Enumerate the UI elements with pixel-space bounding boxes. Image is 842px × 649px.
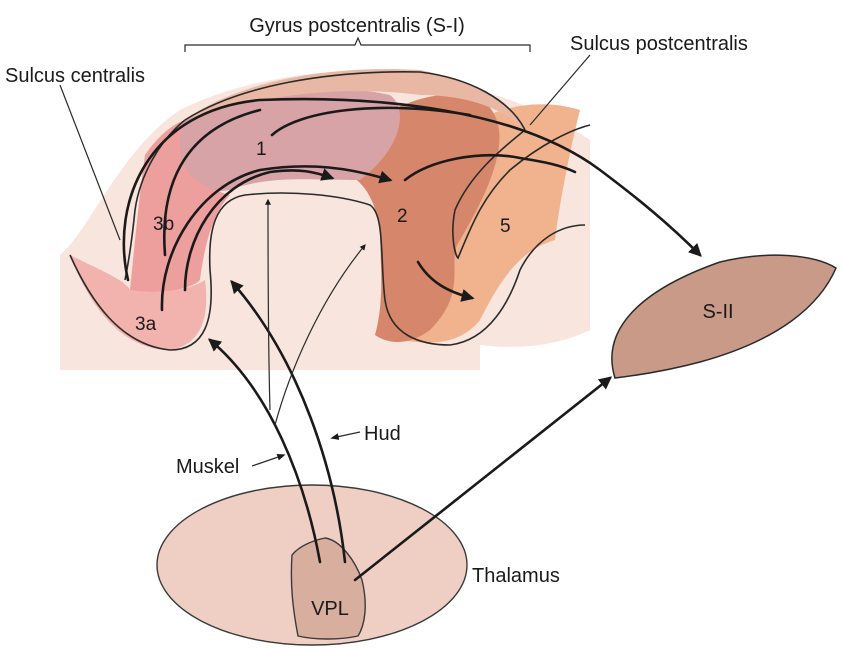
- area-3a-region: [70, 255, 207, 350]
- arrow-2-to-5: [403, 153, 577, 182]
- fiber-vpl-s2: [353, 376, 613, 582]
- label-hud: Hud: [364, 423, 401, 445]
- fiber-hud-3b: [230, 280, 347, 564]
- area-1-region: [165, 88, 400, 192]
- fiber-thin-to-2: [274, 244, 366, 426]
- label-s2: S-II: [702, 301, 733, 323]
- arrow-3b-to-1-small: [183, 168, 335, 292]
- label-muskel: Muskel: [176, 456, 239, 478]
- arrow-3b-to-1: [163, 108, 262, 257]
- label-area-3a: 3a: [135, 314, 157, 335]
- label-area-2: 2: [397, 206, 408, 227]
- cortex-top-surface: [185, 69, 525, 130]
- arrow-3a-to-2: [160, 165, 393, 312]
- gyrus-outline: [69, 192, 586, 351]
- label-area-1: 1: [256, 139, 267, 160]
- label-area-3b: 3b: [153, 214, 174, 235]
- label-gyrus-postcentralis: Gyrus postcentralis (S-I): [249, 15, 465, 37]
- vpl-nucleus: [290, 537, 366, 640]
- label-area-5: 5: [500, 216, 511, 237]
- s2-region: [611, 254, 837, 379]
- fiber-thin-to-1: [265, 198, 272, 411]
- fiber-muskel-3a: [208, 338, 322, 564]
- area-3b-region: [130, 120, 230, 292]
- label-thalamus: Thalamus: [472, 565, 560, 587]
- sulcus-centralis-leader: [59, 84, 121, 241]
- crown-outline: [184, 71, 526, 131]
- arrow-3b-to-s2: [122, 97, 702, 282]
- hud-leader: [330, 431, 361, 440]
- gyrus-brace: [184, 36, 531, 52]
- arrow-2-down: [416, 260, 475, 302]
- label-sulcus-centralis: Sulcus centralis: [5, 65, 145, 87]
- muskel-leader: [251, 454, 286, 467]
- postcentral-sulcus-line: [452, 124, 591, 260]
- sulcus-postcentralis-leader: [529, 54, 591, 126]
- label-sulcus-postcentralis: Sulcus postcentralis: [570, 33, 748, 55]
- label-vpl: VPL: [311, 598, 349, 620]
- arrow-1-to-s2: [270, 106, 472, 137]
